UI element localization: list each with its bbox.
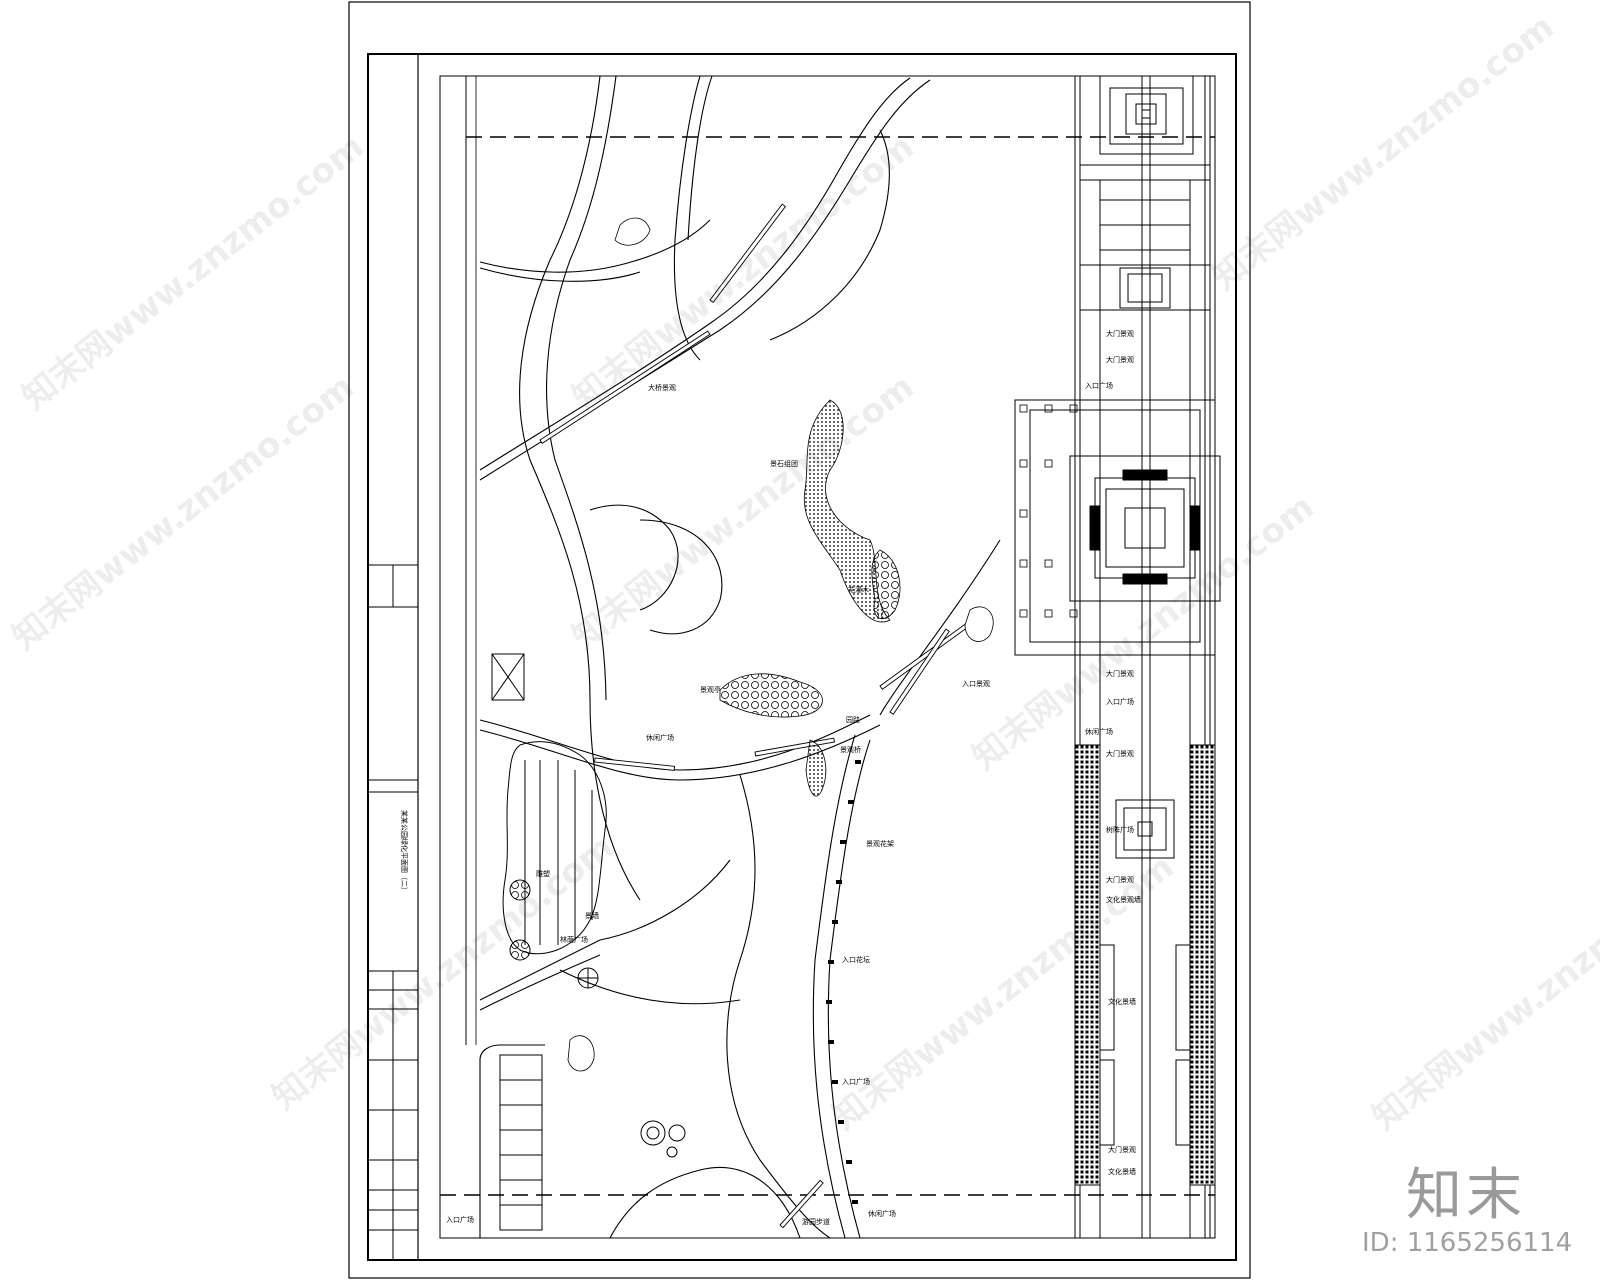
label: 入口广场: [1085, 381, 1113, 390]
label: 大门景观: [1106, 329, 1134, 338]
label: 入口广场: [1106, 697, 1134, 706]
label: 园路: [846, 715, 860, 724]
label: 景观花架: [866, 839, 894, 848]
benches: [539, 203, 989, 1229]
label: 大门景观: [1106, 355, 1134, 364]
title-block-title: 某某公园绿化平面图（二）: [400, 810, 409, 894]
label: 雕塑: [536, 869, 550, 878]
label: 大门景观: [1108, 1145, 1136, 1154]
label: 景石组团: [770, 459, 798, 468]
label: 树阵广场: [1106, 825, 1134, 834]
label: 林荫广场: [560, 935, 588, 944]
label: 文化景墙: [1108, 1167, 1136, 1176]
label: 休闲广场: [1085, 727, 1113, 736]
site-features: [491, 653, 686, 1231]
label: 大门景观: [1106, 669, 1134, 678]
label: 景观桥: [840, 745, 861, 754]
brand-id: ID: 1165256114: [1362, 1228, 1573, 1258]
drawing-frame: [367, 53, 1237, 1261]
annotations: 大桥景观 大门景观 大门景观 入口广场 景石组团 花灌木 景观亭 休闲广场 园路…: [446, 329, 1141, 1226]
label: 入口广场: [446, 1215, 474, 1224]
label: 入口花坛: [842, 955, 870, 964]
plan-frame: [439, 75, 1216, 1239]
road-markings: [826, 760, 861, 1204]
sheet-border: [348, 1, 1251, 1279]
label: 景观亭: [700, 685, 721, 694]
title-block: [368, 564, 418, 1260]
planting-beds: [567, 217, 994, 1072]
brand-logo: 知末: [1406, 1163, 1526, 1228]
label: 大门景观: [1106, 875, 1134, 884]
label: 休闲广场: [646, 733, 674, 742]
axis-strip: [1014, 75, 1221, 1238]
label: 大门景观: [1106, 749, 1134, 758]
label: 文化景观墙: [1106, 895, 1141, 904]
label: 入口景观: [962, 680, 990, 688]
label: 文化景墙: [1108, 997, 1136, 1006]
label: 花灌木: [848, 585, 869, 594]
label: 大桥景观: [648, 383, 676, 392]
label: 游园步道: [802, 1217, 830, 1226]
label: 景墙: [585, 911, 599, 920]
label: 休闲广场: [868, 1209, 896, 1218]
label: 入口广场: [842, 1077, 870, 1086]
